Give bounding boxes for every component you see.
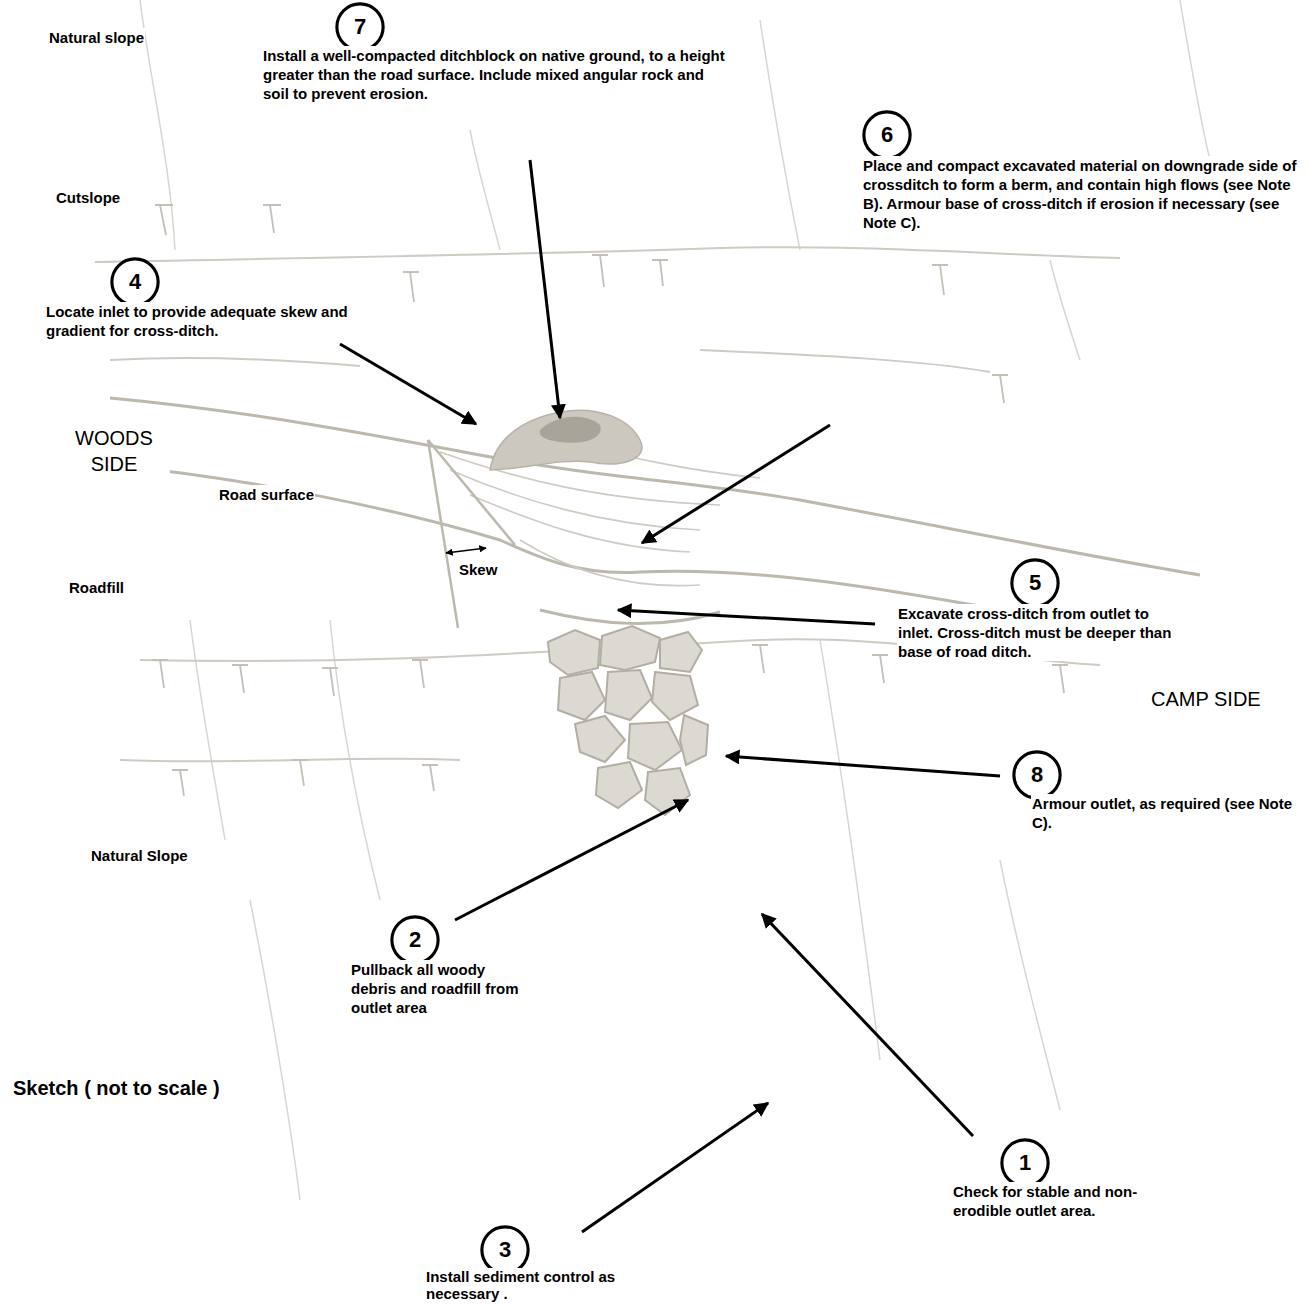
- ditch-contour: [520, 540, 700, 586]
- slope-line: [1180, 0, 1210, 160]
- cutslope-line: [110, 358, 360, 366]
- ditchblock: [490, 410, 642, 470]
- callout-number: 4: [110, 257, 160, 307]
- rock: [645, 768, 690, 815]
- rock: [652, 672, 698, 720]
- leader-arrows: [340, 160, 1000, 1232]
- slope-line: [250, 900, 300, 1200]
- ditch-contour: [450, 470, 700, 530]
- tick: [152, 660, 168, 688]
- annotation-label: Install a well-compacted ditchblock on n…: [262, 46, 734, 103]
- slope-ticks: [152, 205, 1068, 796]
- tick: [652, 260, 668, 286]
- rock: [558, 672, 605, 720]
- tick: [422, 765, 438, 791]
- tick: [172, 770, 188, 796]
- leader-arrow: [618, 610, 875, 624]
- rock: [660, 632, 702, 672]
- ditchblock-mound: [490, 410, 642, 470]
- callout-number: 7: [335, 2, 385, 52]
- rock: [628, 722, 682, 770]
- annotation-label: Sketch ( not to scale ): [12, 1076, 221, 1100]
- tick: [292, 760, 308, 786]
- callout-number: 2: [390, 915, 440, 965]
- annotation-label: Armour outlet, as required (see Note C).: [1031, 794, 1303, 832]
- leader-arrow: [642, 425, 830, 543]
- annotation-label: Cutslope: [55, 188, 121, 207]
- annotation-label: Locate inlet to provide adequate skew an…: [45, 302, 407, 340]
- rock: [548, 630, 600, 675]
- road-edge-upper: [110, 398, 1200, 575]
- tick: [592, 255, 608, 287]
- tick: [403, 272, 419, 302]
- slope-line: [1000, 860, 1060, 1110]
- callout-number-text: 6: [862, 110, 912, 160]
- rock: [575, 716, 625, 762]
- annotation-label: Roadfill: [68, 578, 125, 597]
- annotation-label: Natural slope: [48, 28, 145, 47]
- callout-number-text: 7: [335, 2, 385, 52]
- callout-number-text: 5: [1010, 558, 1060, 608]
- annotation-label: WOODS SIDE: [58, 425, 170, 477]
- callout-number-text: 4: [110, 257, 160, 307]
- tick: [1052, 665, 1068, 693]
- slope-line: [1050, 260, 1080, 360]
- cutslope-line: [700, 350, 990, 372]
- tick: [232, 665, 248, 693]
- tick: [263, 205, 281, 233]
- annotation-label: Install sediment control as necessary .: [425, 1268, 647, 1302]
- tick: [872, 655, 888, 683]
- annotation-label: Place and compact excavated material on …: [862, 156, 1304, 232]
- road: [110, 398, 1200, 632]
- annotation-label: Natural Slope: [90, 846, 189, 865]
- skew-line: [428, 440, 458, 628]
- rock: [680, 715, 708, 765]
- tick: [412, 660, 428, 688]
- slope-line: [760, 20, 800, 250]
- slope-line: [820, 640, 880, 1060]
- leader-arrow: [455, 800, 688, 920]
- ditchblock-core: [540, 417, 601, 443]
- tick: [992, 375, 1008, 403]
- annotation-label: CAMP SIDE: [1150, 686, 1262, 712]
- callout-number: 5: [1010, 558, 1060, 608]
- fill-line: [120, 759, 460, 762]
- rock: [605, 670, 652, 720]
- ditch-contour: [470, 495, 690, 552]
- rock: [596, 762, 642, 808]
- callout-number: 8: [1012, 750, 1062, 800]
- leader-arrow: [530, 160, 560, 418]
- leader-arrow: [582, 1103, 768, 1232]
- tick: [322, 668, 338, 696]
- callout-number-text: 1: [1000, 1138, 1050, 1188]
- annotation-label: Check for stable and non-erodible outlet…: [952, 1182, 1154, 1220]
- annotation-label: Skew: [458, 560, 498, 579]
- tick: [932, 265, 948, 295]
- callout-number: 6: [862, 110, 912, 160]
- annotation-label: Road surface: [218, 485, 315, 504]
- rock-armour: [548, 626, 708, 815]
- callout-number-text: 8: [1012, 750, 1062, 800]
- callout-number-text: 2: [390, 915, 440, 965]
- annotation-label: Pullback all woody debris and roadfill f…: [350, 960, 532, 1017]
- callout-number: 1: [1000, 1138, 1050, 1188]
- leader-arrow: [762, 914, 973, 1136]
- slope-line: [190, 620, 225, 840]
- annotation-label: Excavate cross-ditch from outlet to inle…: [897, 604, 1189, 661]
- slope-line: [140, 0, 175, 250]
- tick: [752, 645, 768, 673]
- leader-arrow: [726, 756, 1000, 776]
- skew-arrow: [446, 548, 486, 553]
- rock: [600, 626, 660, 670]
- slope-line: [470, 130, 500, 250]
- tick: [155, 205, 173, 235]
- leader-arrow: [340, 344, 476, 424]
